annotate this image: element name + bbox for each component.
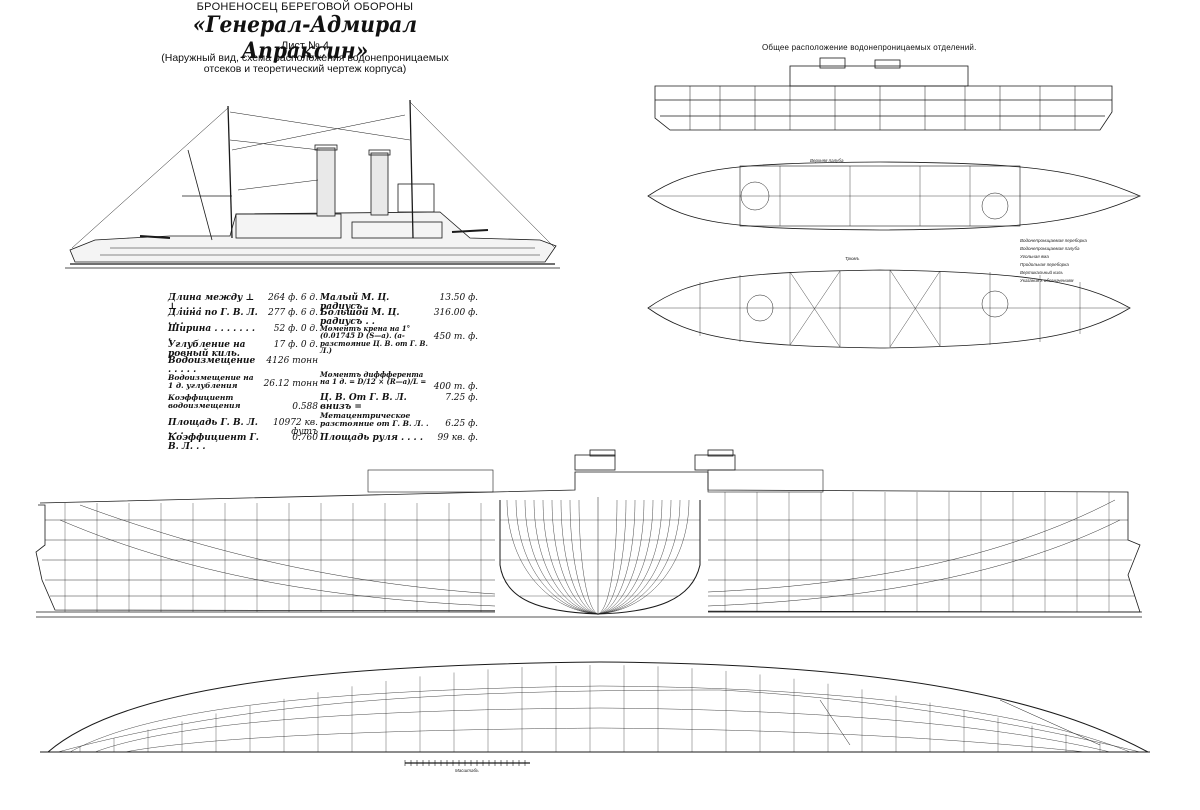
legend-item: Водонепроницаемая палуба: [1020, 246, 1080, 251]
ship-title: «Генерал-Адмирал Апраксин»: [192, 12, 418, 64]
spec-value: 316.00 ф.: [433, 308, 478, 318]
scale-label: Масштабъ: [455, 768, 479, 773]
spec-value: 0.588: [292, 402, 318, 412]
subtitle-line-2: отсеков и теоретический чертеж корпуса): [203, 63, 407, 75]
spec-label: Ширина . . . . . . . .: [168, 324, 256, 344]
spec-label: Малый М. Ц. радиусъ . .: [320, 293, 390, 313]
spec-label: Водоизмещение . . . . .: [168, 356, 256, 376]
spec-label: Длина по Г. В. Л. . . .: [168, 308, 258, 328]
spec-value: 10972 кв. футъ: [273, 418, 318, 438]
spec-value: 99 кв. ф.: [437, 433, 478, 443]
body-plan: [495, 495, 708, 615]
spec-label: Площадь руля . . . .: [320, 433, 423, 443]
spec-value: 4126 тонн: [266, 356, 318, 366]
spec-value: 264 ф. 6 д.: [268, 293, 318, 303]
sheet-number: Лист № 4: [281, 40, 329, 52]
ship-profile: [65, 99, 560, 269]
spec-label: Площадь Г. В. Л. . . .: [168, 418, 258, 438]
legend-item: Продольная переборка: [1020, 262, 1069, 267]
spec-label: Длина между ⊥ ⊥ . . . .: [168, 293, 255, 313]
spec-value: 277 ф. 6 д.: [268, 308, 318, 318]
spec-label: Ц. В. От Г. В. Л. внизъ =: [320, 393, 407, 413]
watertight-layout-title: Общее расположение водонепроницаемых отд…: [762, 43, 977, 52]
hold-plan-label: Трюмъ: [845, 256, 860, 261]
spec-value: 0.760: [292, 433, 318, 443]
legend-item: Водонепроницаемая переборка: [1020, 238, 1087, 243]
watertight-profile: [654, 57, 1113, 131]
spec-label: Коэффициент водоизмещения: [168, 393, 241, 410]
spec-value: 7.25 ф.: [445, 393, 478, 403]
legend-item: Вертикальный киль: [1020, 270, 1063, 275]
upper-deck-plan: [647, 161, 1142, 231]
spec-value: 26.12 тонн: [263, 379, 318, 389]
spec-value: 52 ф. 0 д.: [273, 324, 318, 334]
spec-label: Моментъ крена на 1° (0.01745 D (S—a). (a…: [320, 324, 428, 356]
legend-item: Угольная яма: [1020, 254, 1049, 259]
spec-value: 450 т. ф.: [433, 332, 478, 342]
spec-value: 400 т. ф.: [433, 382, 478, 392]
spec-label: Углубление на ровный киль.: [168, 340, 246, 360]
hold-plan: [647, 269, 1131, 349]
upper-deck-plan-label: Верхняя палуба: [810, 158, 844, 163]
spec-label: Коэффициент Г. В. Л. . .: [168, 433, 259, 453]
spec-label: Моментъ диффферента на 1 д. = D/12 × (R—…: [320, 370, 427, 387]
subtitle-line-1: (Наружный вид, схема расположения водоне…: [161, 52, 449, 64]
spec-label: Метацентрическое разстояние от Г. В. Л. …: [320, 411, 429, 436]
half-breadth-plan: [40, 661, 1150, 766]
drawing-kicker: БРОНЕНОСЕЦ БЕРЕГОВОЙ ОБОРОНЫ: [196, 1, 414, 13]
spec-label: Водоизмещение на 1 д. углубления: [168, 373, 254, 390]
spec-value: 13.50 ф.: [439, 293, 478, 303]
spec-value: 17 ф. 0 д.: [273, 340, 318, 350]
spec-value: 6.25 ф.: [445, 419, 478, 429]
spec-label: Большой М. Ц. радиусъ . .: [320, 308, 400, 328]
